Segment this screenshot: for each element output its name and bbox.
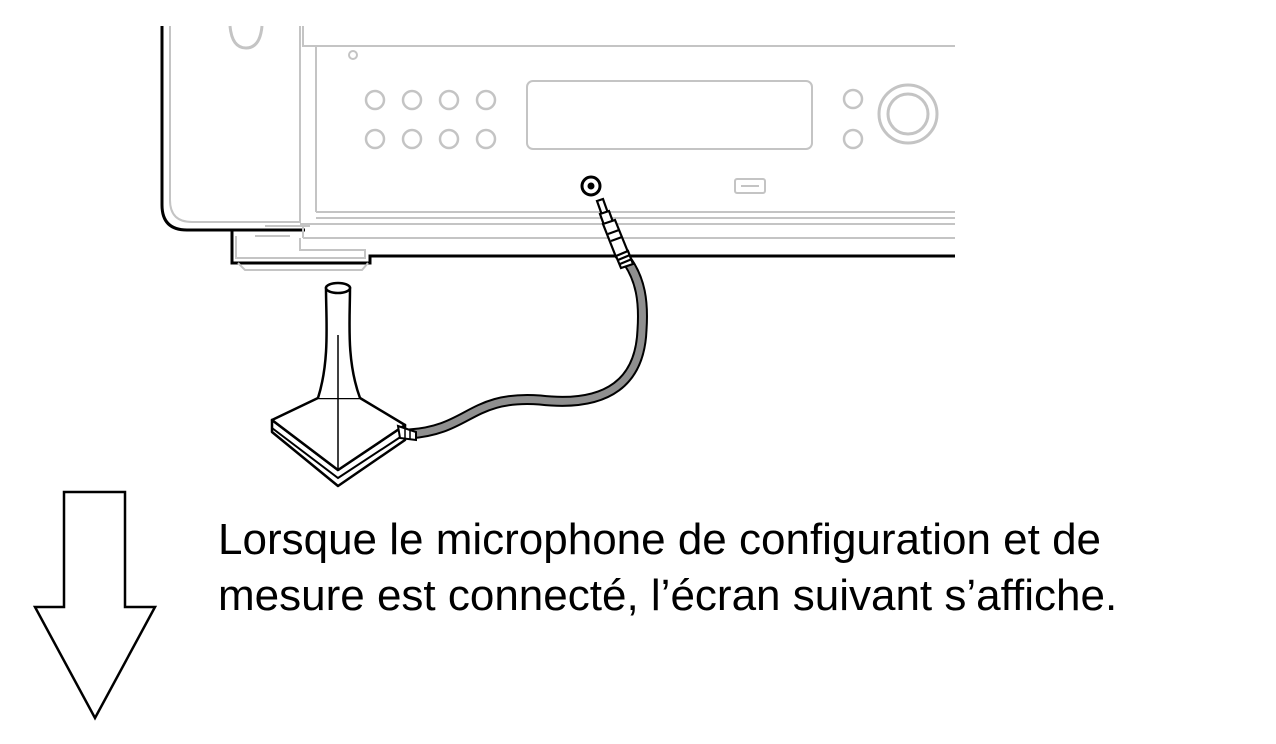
power-knob bbox=[228, 25, 264, 50]
caption-line-1: Lorsque le microphone de configuration e… bbox=[218, 515, 1102, 564]
receiver-bottom-edge bbox=[230, 230, 955, 265]
front-display bbox=[526, 80, 813, 150]
mic-plug bbox=[595, 197, 635, 270]
down-arrow-icon bbox=[32, 490, 158, 721]
receiver-foot bbox=[237, 262, 369, 271]
usb-port-icon bbox=[734, 178, 766, 194]
setup-microphone-icon bbox=[270, 281, 417, 488]
microphone-cable bbox=[403, 256, 648, 440]
headphone-jack-icon bbox=[580, 175, 602, 197]
instruction-caption: Lorsque le microphone de configuration e… bbox=[218, 512, 1268, 624]
receiver-front-left-edge bbox=[169, 26, 301, 223]
receiver-side-panel bbox=[160, 26, 305, 232]
front-buttons bbox=[364, 88, 864, 150]
volume-knob bbox=[877, 83, 939, 145]
caption-line-2: mesure est connecté, l’écran suivant s’a… bbox=[218, 571, 1118, 620]
av-receiver bbox=[160, 25, 955, 271]
